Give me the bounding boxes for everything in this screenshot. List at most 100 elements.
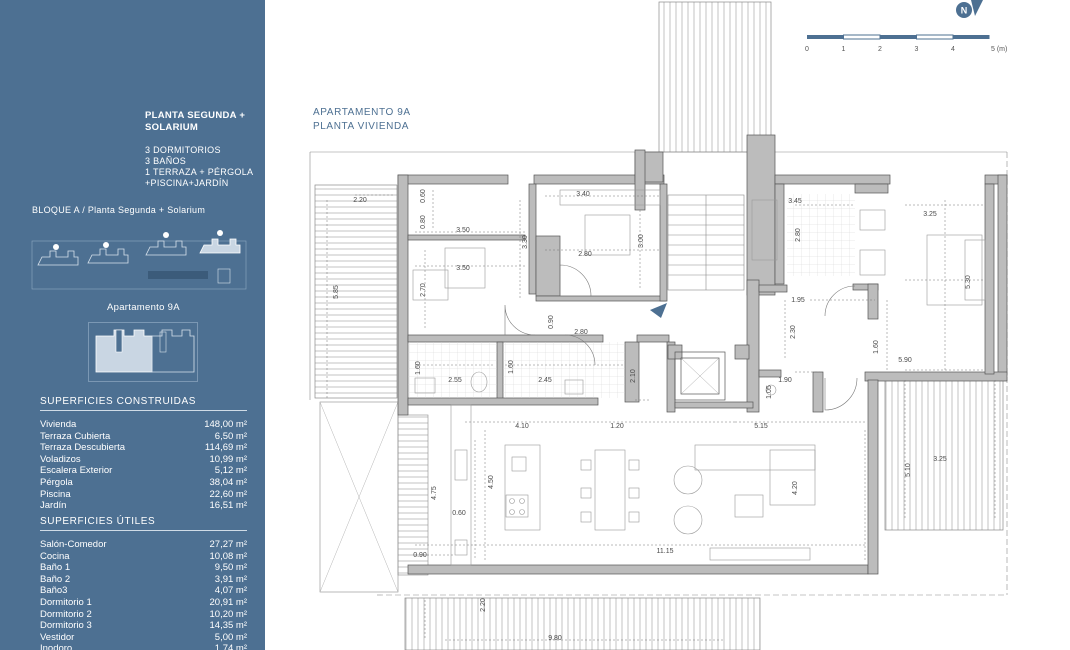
area-name: Pérgola (40, 477, 73, 488)
scale-tick-3: 3 (915, 46, 919, 53)
dimension-label: 1.60 (415, 361, 422, 375)
area-name: Baño 2 (40, 573, 71, 585)
feature-pool-garden: +PISCINA+JARDÍN (145, 178, 229, 188)
feature-bathrooms: 3 BAÑOS (145, 156, 187, 166)
dimension-label: 2.80 (574, 329, 588, 336)
floor-plan-drawing: 0.603.403.453.250.803.503.303.002.803.50… (309, 1, 1008, 650)
area-value: 10,20 m² (209, 608, 248, 620)
dimension-label: 4.50 (488, 475, 495, 489)
floor-heading-line2: SOLARIUM (145, 122, 199, 133)
dimension-label: 2.80 (795, 228, 802, 242)
dimension-label: 3.30 (522, 235, 529, 249)
dimension-label: 2.45 (538, 377, 552, 384)
west-pergola (314, 184, 398, 399)
area-name: Dormitorio 2 (40, 608, 92, 620)
dimension-label: 5.15 (754, 423, 768, 430)
dimension-label: 5.90 (898, 357, 912, 364)
area-value: 6,50 m² (214, 430, 247, 442)
area-value: 10,08 m² (209, 550, 248, 562)
area-row: Piscina 22,60 m² (40, 489, 247, 501)
area-value: 3,91 m² (214, 573, 247, 585)
area-row: Pérgola 38,04 m² (40, 477, 247, 489)
area-value: 22,60 m² (209, 488, 248, 500)
plan-title: APARTAMENTO 9A (313, 107, 411, 118)
area-row: Baño 2 3,91 m² (40, 574, 247, 586)
area-name: Escalera Exterior (40, 465, 113, 477)
area-row: Baño 1 9,50 m² (40, 562, 247, 574)
useful-areas-rule (40, 530, 247, 531)
scale-tick-0: 0 (805, 46, 809, 53)
area-name: Inodoro (40, 643, 73, 650)
area-row: Dormitorio 3 14,35 m² (40, 620, 247, 632)
area-value: 5,00 m² (214, 631, 247, 643)
area-row: Vestidor 5,00 m² (40, 632, 247, 644)
dimension-label: 3.25 (923, 211, 937, 218)
dimension-label: 1.60 (508, 360, 515, 374)
exterior-stair (397, 414, 429, 576)
stair (667, 194, 745, 291)
dimension-label: 0.60 (452, 510, 466, 517)
area-value: 4,07 m² (214, 585, 247, 597)
dimension-label: 3.40 (576, 191, 590, 198)
area-name: Baño 1 (40, 562, 71, 574)
area-name: Jardín (40, 500, 67, 512)
dimension-label: 1.20 (610, 423, 624, 430)
built-areas-rule (40, 410, 247, 411)
doors (504, 264, 858, 411)
area-row: Voladizos 10,99 m² (40, 454, 247, 466)
dimension-label: 0.90 (548, 315, 555, 329)
dimension-label: 5.30 (965, 275, 972, 289)
dimension-label: 2.55 (448, 377, 462, 384)
scale-tick-1: 1 (842, 46, 846, 53)
dimension-label: 3.50 (456, 227, 470, 234)
east-terrace (884, 379, 1004, 531)
dimension-label: 2.80 (578, 251, 592, 258)
dimension-label: 3.45 (788, 198, 802, 205)
dimension-label: 3.25 (933, 456, 947, 463)
dimension-label: 2.20 (480, 598, 487, 612)
compass-icon: N (956, 0, 983, 18)
area-value: 5,12 m² (214, 465, 247, 477)
area-row: Terraza Descubierta 114,69 m² (40, 442, 247, 454)
area-value: 14,35 m² (209, 620, 248, 632)
area-value: 9,50 m² (214, 562, 247, 574)
apartment-label: Apartamento 9A (107, 302, 180, 313)
dimension-label: 0.80 (420, 215, 427, 229)
dimension-label: 1.90 (778, 377, 792, 384)
area-name: Vestidor (40, 631, 75, 643)
bath-1-tiles (787, 194, 855, 276)
area-value: 148,00 m² (204, 419, 247, 430)
area-value: 10,99 m² (209, 453, 248, 465)
floor-plan-area: APARTAMENTO 9A PLANTA VIVIENDA N 0 1 2 3… (265, 0, 1070, 650)
scale-tick-5: 5 (m) (991, 46, 1007, 53)
dimension-label: 2.70 (420, 283, 427, 297)
area-name: Piscina (40, 488, 71, 500)
area-value: 114,69 m² (204, 442, 247, 454)
walls (397, 134, 1008, 575)
apartment-key-plan (88, 322, 198, 382)
area-value: 20,91 m² (209, 597, 248, 608)
furniture (412, 189, 986, 566)
dimension-label: 5.85 (333, 285, 340, 299)
built-areas-title: SUPERFICIES CONSTRUIDAS (40, 396, 197, 407)
dimension-label: 0.90 (413, 552, 427, 559)
dimension-label: 1.95 (791, 297, 805, 304)
info-sidebar: PLANTA SEGUNDA + SOLARIUM 3 DORMITORIOS … (0, 0, 265, 650)
area-name: Salón-Comedor (40, 539, 107, 550)
dimension-label: 4.10 (515, 423, 529, 430)
area-name: Dormitorio 3 (40, 620, 92, 632)
area-name: Voladizos (40, 453, 81, 465)
area-value: 38,04 m² (209, 477, 248, 488)
bath-2-tiles (408, 342, 497, 398)
area-name: Terraza Descubierta (40, 442, 126, 454)
useful-areas-title: SUPERFICIES ÚTILES (40, 516, 156, 527)
floor-heading-line1: PLANTA SEGUNDA + (145, 110, 246, 121)
compass-label: N (961, 6, 968, 16)
area-row: Dormitorio 2 10,20 m² (40, 609, 247, 621)
dimension-label: 3.00 (638, 234, 645, 248)
feature-terrace: 1 TERRAZA + PÉRGOLA (145, 167, 254, 177)
area-row: Escalera Exterior 5,12 m² (40, 465, 247, 477)
